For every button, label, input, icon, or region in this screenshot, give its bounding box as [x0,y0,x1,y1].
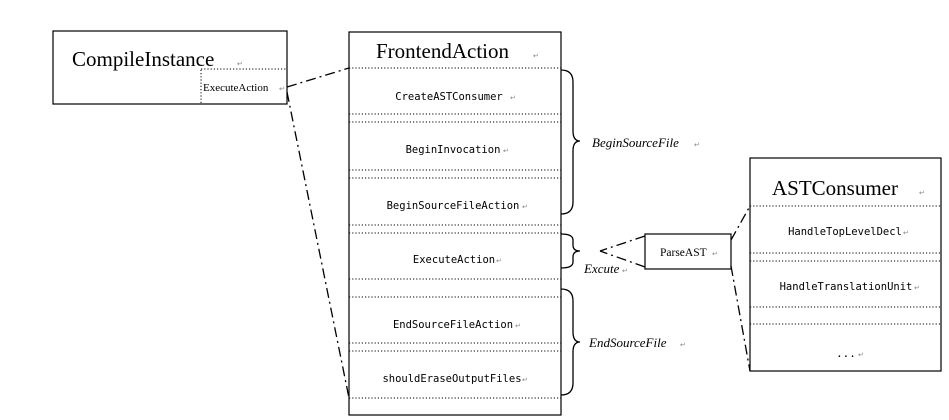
method-handle-translation-unit: HandleTranslationUnit [780,281,913,293]
connector-compile-to-frontend-top [286,67,350,88]
method-create-ast-consumer: CreateASTConsumer [395,91,502,103]
brace-execute [560,233,581,269]
paragraph-mark: ↵ [680,341,686,349]
paragraph-mark: ↵ [903,229,909,237]
connector-compile-to-frontend-bottom [286,91,350,399]
paragraph-mark: ↵ [515,322,521,330]
compile-instance-title: CompileInstance [72,47,214,71]
brace-end-source-file [560,288,581,396]
paragraph-mark: ↵ [712,250,718,258]
ast-consumer-title: ASTConsumer [772,176,898,200]
paragraph-mark: ↵ [279,85,285,93]
compile-instance-box: CompileInstance ↵ ExecuteAction ↵ [52,30,288,105]
method-begin-source-file-action: BeginSourceFileAction [387,200,520,212]
paragraph-mark: ↵ [694,141,700,149]
method-handle-top-level-decl: HandleTopLevelDecl [788,226,902,238]
ast-consumer-frame [749,157,942,372]
paragraph-mark: ↵ [533,52,539,60]
label-end-source-file: EndSourceFile [588,335,667,350]
paragraph-mark: ↵ [522,203,528,211]
parse-ast-box: ParseAST ↵ [644,233,732,270]
method-end-source-file-action: EndSourceFileAction [393,319,513,331]
method-begin-invocation: BeginInvocation [406,144,501,156]
parse-ast-frame [644,233,732,270]
ast-consumer-box: ASTConsumer ↵ HandleTopLevelDecl ↵ Handl… [749,157,942,372]
label-begin-source-file: BeginSourceFile [592,135,679,150]
parse-ast-label: ParseAST [660,247,707,259]
paragraph-mark: ↵ [622,267,628,275]
paragraph-mark: ↵ [858,351,864,359]
method-execute-action: ExecuteAction [413,254,495,266]
paragraph-mark: ↵ [522,376,528,384]
frontend-action-dividers [349,67,561,399]
frontend-action-title: FrontendAction [376,39,509,63]
connector-parse-to-consumer-top [730,205,751,241]
compile-instance-frame [52,30,288,105]
brace-begin-source-file [560,69,581,215]
connector-parse-to-execute-upper [599,235,646,252]
paragraph-mark: ↵ [919,189,925,197]
label-execute: Excute [583,261,620,276]
paragraph-mark: ↵ [496,257,502,265]
paragraph-mark: ↵ [510,94,516,102]
method-should-erase-output-files: shouldEraseOutputFiles [382,373,521,385]
frontend-action-frame [348,31,562,416]
paragraph-mark: ↵ [237,60,243,68]
paragraph-mark: ↵ [503,147,509,155]
connector-parse-to-consumer-bottom [730,265,751,372]
frontend-action-box: FrontendAction ↵ CreateASTConsumer ↵ Beg… [348,31,562,416]
method-ellipsis: ... [836,347,856,360]
connector-parse-to-execute-lower [599,250,646,268]
compile-execute-action-label: ExecuteAction [203,82,269,94]
paragraph-mark: ↵ [914,284,920,292]
